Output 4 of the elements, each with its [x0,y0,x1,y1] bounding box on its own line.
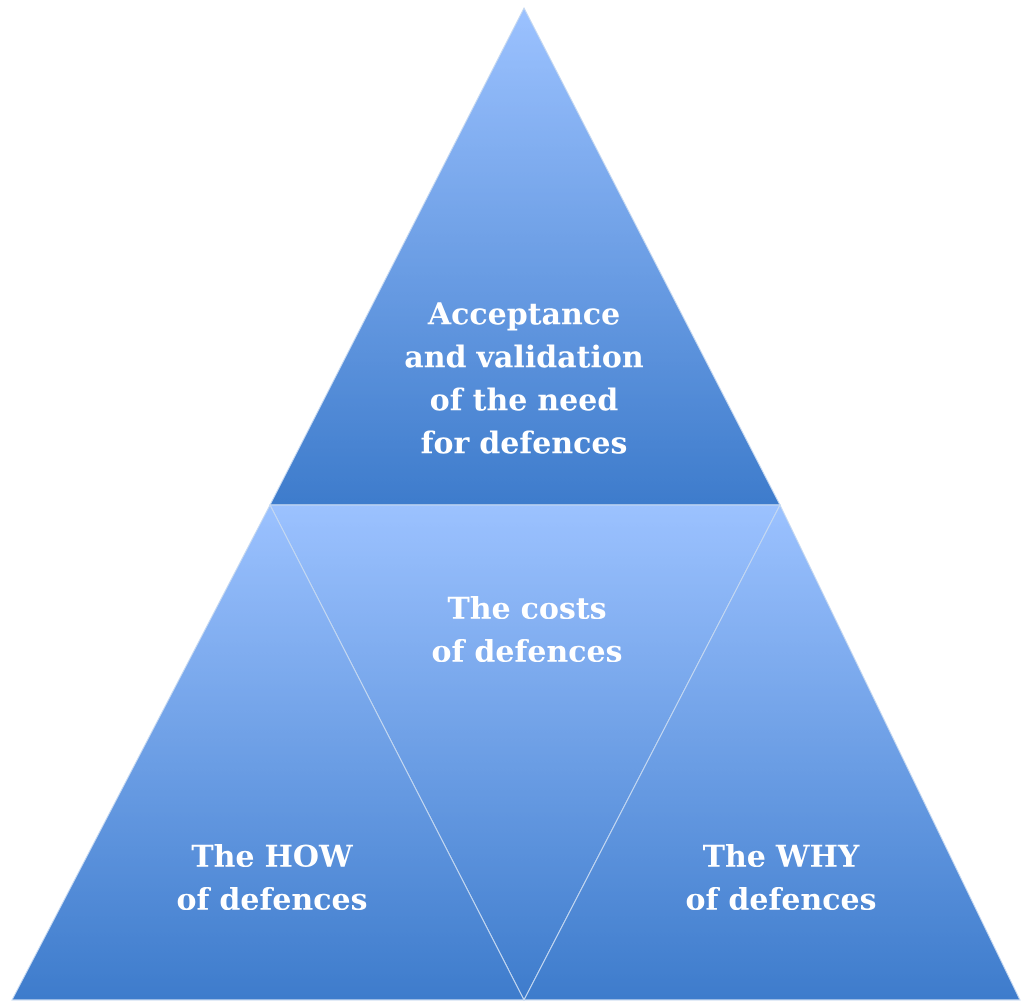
segment-label: The WHY of defences [686,843,876,911]
segment-label: The costs of defences [432,595,622,663]
segment-label: Acceptance and validation of the need for defences [405,302,643,454]
segment-label: The HOW of defences [177,843,367,911]
